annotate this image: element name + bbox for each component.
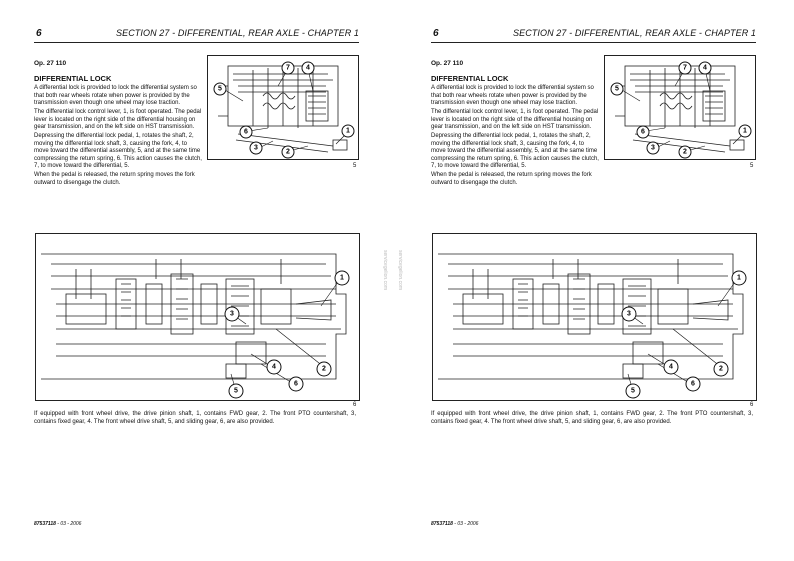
svg-text:4: 4 (703, 65, 707, 72)
callout-5: 5 (625, 383, 641, 399)
svg-text:4: 4 (306, 65, 310, 72)
callout-4: 4 (663, 359, 679, 375)
paragraph: Depressing the differential lock pedal, … (431, 133, 599, 169)
callout-3: 3 (249, 141, 263, 155)
svg-text:3: 3 (627, 311, 631, 318)
paragraph: A differential lock is provided to lock … (34, 85, 197, 106)
callout-2: 2 (713, 361, 729, 377)
svg-text:2: 2 (286, 149, 290, 156)
figure-transmission-section: 1 3 2 4 6 5 (432, 233, 757, 401)
paragraph: When the pedal is released, the return s… (431, 172, 592, 186)
callout-3: 3 (646, 141, 660, 155)
fwd-description: If equipped with front wheel drive, the … (34, 411, 356, 425)
svg-text:3: 3 (230, 311, 234, 318)
svg-text:1: 1 (743, 128, 747, 135)
callout-6: 6 (685, 376, 701, 392)
callout-1: 1 (731, 270, 747, 286)
right-page: 6 SECTION 27 - DIFFERENTIAL, REAR AXLE -… (397, 0, 794, 561)
callout-1: 1 (334, 270, 350, 286)
svg-text:3: 3 (254, 145, 258, 152)
callout-6: 6 (288, 376, 304, 392)
figure-differential-lock: 7 4 5 6 3 2 1 (207, 55, 359, 160)
svg-text:4: 4 (272, 364, 276, 371)
svg-text:7: 7 (683, 65, 687, 72)
callout-4: 4 (698, 61, 712, 75)
transmission-drawing: 1 3 2 4 6 5 (41, 253, 350, 399)
left-page: 6 SECTION 27 - DIFFERENTIAL, REAR AXLE -… (34, 28, 388, 527)
page-number: 6 (36, 28, 42, 39)
page-number: 6 (433, 28, 439, 39)
header-rule (431, 42, 756, 43)
svg-text:6: 6 (244, 129, 248, 136)
paragraph: A differential lock is provided to lock … (431, 85, 594, 106)
svg-text:5: 5 (615, 86, 619, 93)
body-text: A differential lock is provided to lock … (34, 85, 202, 189)
header-rule (34, 42, 359, 43)
svg-text:3: 3 (651, 145, 655, 152)
svg-text:1: 1 (346, 128, 350, 135)
svg-text:5: 5 (218, 86, 222, 93)
callout-4: 4 (301, 61, 315, 75)
callout-2: 2 (281, 145, 295, 159)
svg-text:4: 4 (669, 364, 673, 371)
diff-lock-drawing: 7 4 5 6 3 2 1 (610, 61, 752, 159)
callout-1: 1 (341, 124, 355, 138)
watermark: servicegelion.com (382, 250, 388, 291)
svg-text:2: 2 (719, 366, 723, 373)
section-heading: DIFFERENTIAL LOCK (34, 74, 112, 83)
svg-text:2: 2 (322, 366, 326, 373)
callout-2: 2 (678, 145, 692, 159)
callout-5: 5 (228, 383, 244, 399)
fwd-description: If equipped with front wheel drive, the … (431, 411, 753, 425)
op-code: Op. 27 110 (431, 60, 464, 67)
section-title: SECTION 27 - DIFFERENTIAL, REAR AXLE - C… (116, 28, 360, 38)
footer: 87537118 - 03 - 2006 (34, 521, 82, 527)
callout-7: 7 (281, 61, 295, 75)
footer: 87537118 - 03 - 2006 (431, 521, 479, 527)
callout-3: 3 (224, 306, 240, 322)
watermark: servicegelion.com (397, 250, 403, 291)
svg-text:5: 5 (631, 388, 635, 395)
figure-number: 6 (353, 402, 357, 408)
svg-text:6: 6 (691, 381, 695, 388)
op-code: Op. 27 110 (34, 60, 67, 67)
figure-number: 5 (353, 163, 357, 169)
callout-5: 5 (213, 82, 227, 96)
section-title: SECTION 27 - DIFFERENTIAL, REAR AXLE - C… (513, 28, 757, 38)
svg-text:1: 1 (737, 275, 741, 282)
callout-5: 5 (610, 82, 624, 96)
section-heading: DIFFERENTIAL LOCK (431, 74, 509, 83)
paragraph: The differential lock control lever, 1, … (34, 109, 202, 130)
paragraph: When the pedal is released, the return s… (34, 172, 195, 186)
figure-number: 6 (750, 402, 754, 408)
paragraph: The differential lock control lever, 1, … (431, 109, 599, 130)
svg-text:2: 2 (683, 149, 687, 156)
callout-3: 3 (621, 306, 637, 322)
svg-text:6: 6 (294, 381, 298, 388)
body-text: A differential lock is provided to lock … (431, 85, 599, 189)
callout-2: 2 (316, 361, 332, 377)
callout-6: 6 (636, 125, 650, 139)
callout-1: 1 (738, 124, 752, 138)
svg-text:7: 7 (286, 65, 290, 72)
figure-transmission-section: 1 3 2 4 6 5 (35, 233, 360, 401)
callout-6: 6 (239, 125, 253, 139)
figure-number: 5 (750, 163, 754, 169)
svg-text:6: 6 (641, 129, 645, 136)
svg-text:5: 5 (234, 388, 238, 395)
transmission-drawing: 1 3 2 4 6 5 (438, 253, 747, 399)
diff-lock-drawing: 7 4 5 6 3 2 1 (213, 61, 355, 159)
callout-7: 7 (678, 61, 692, 75)
svg-text:1: 1 (340, 275, 344, 282)
paragraph: Depressing the differential lock pedal, … (34, 133, 202, 169)
callout-4: 4 (266, 359, 282, 375)
figure-differential-lock: 7 4 5 6 3 2 1 (604, 55, 756, 160)
